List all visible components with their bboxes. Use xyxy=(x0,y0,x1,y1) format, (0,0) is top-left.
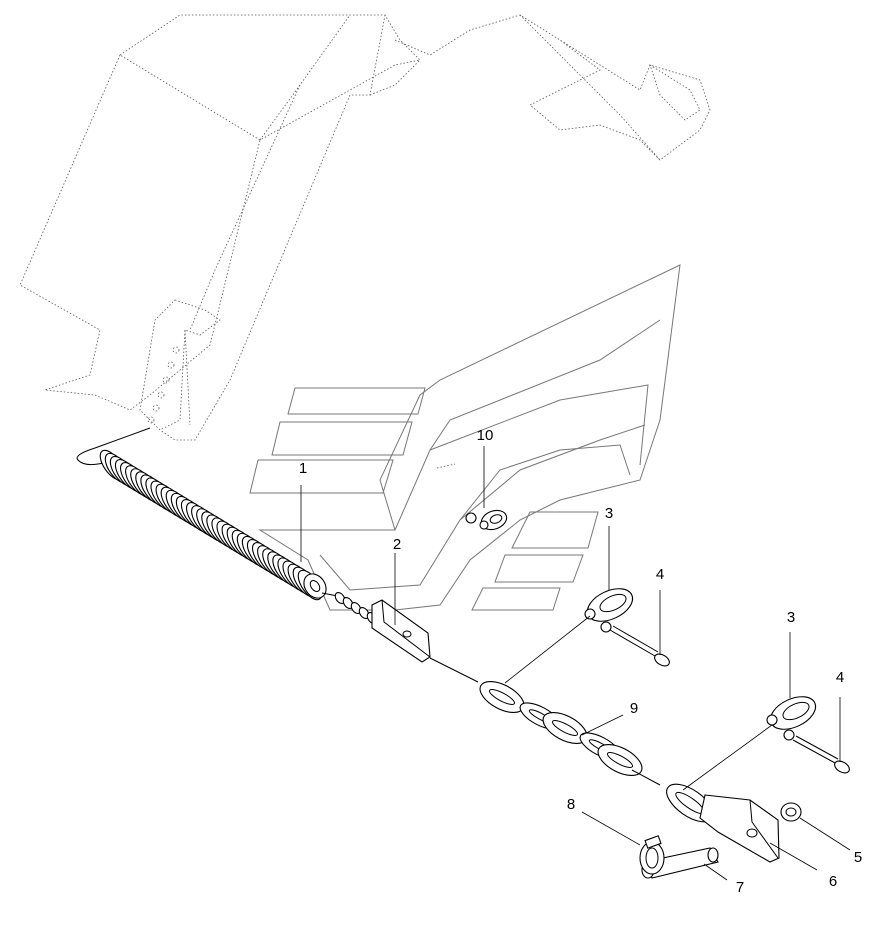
callout-9: 9 xyxy=(630,700,638,717)
callout-labels: 1 2 3 3 4 4 5 6 7 8 9 10 xyxy=(299,427,862,896)
chain-link xyxy=(597,743,643,777)
callout-2: 2 xyxy=(393,536,401,553)
callout-1: 1 xyxy=(299,460,307,477)
spring xyxy=(76,427,327,601)
cotter-pin-lower xyxy=(792,735,850,774)
washer xyxy=(780,802,802,822)
callout-7: 7 xyxy=(736,879,744,896)
callout-6: 6 xyxy=(829,873,837,890)
callout-8: 8 xyxy=(567,796,575,813)
small-shackle xyxy=(465,509,508,531)
callout-4-lower: 4 xyxy=(836,669,844,686)
lynch-pin xyxy=(639,835,665,875)
assembly-lines xyxy=(504,615,773,791)
mounting-bracket xyxy=(249,264,681,611)
callout-3-upper: 3 xyxy=(605,505,613,522)
chain-link xyxy=(479,680,525,714)
chain xyxy=(429,657,661,786)
callout-5: 5 xyxy=(854,849,862,866)
callout-10: 10 xyxy=(477,427,494,444)
shackle-upper xyxy=(584,588,634,633)
callout-3-lower: 3 xyxy=(787,609,795,626)
leader-lines xyxy=(300,446,851,881)
eyebolt-plate xyxy=(321,592,431,663)
machine-frame xyxy=(19,14,711,441)
cotter-pin-upper xyxy=(609,625,670,667)
shackle-lower xyxy=(766,696,817,741)
callout-4-upper: 4 xyxy=(656,566,664,583)
end-plate xyxy=(666,783,780,863)
